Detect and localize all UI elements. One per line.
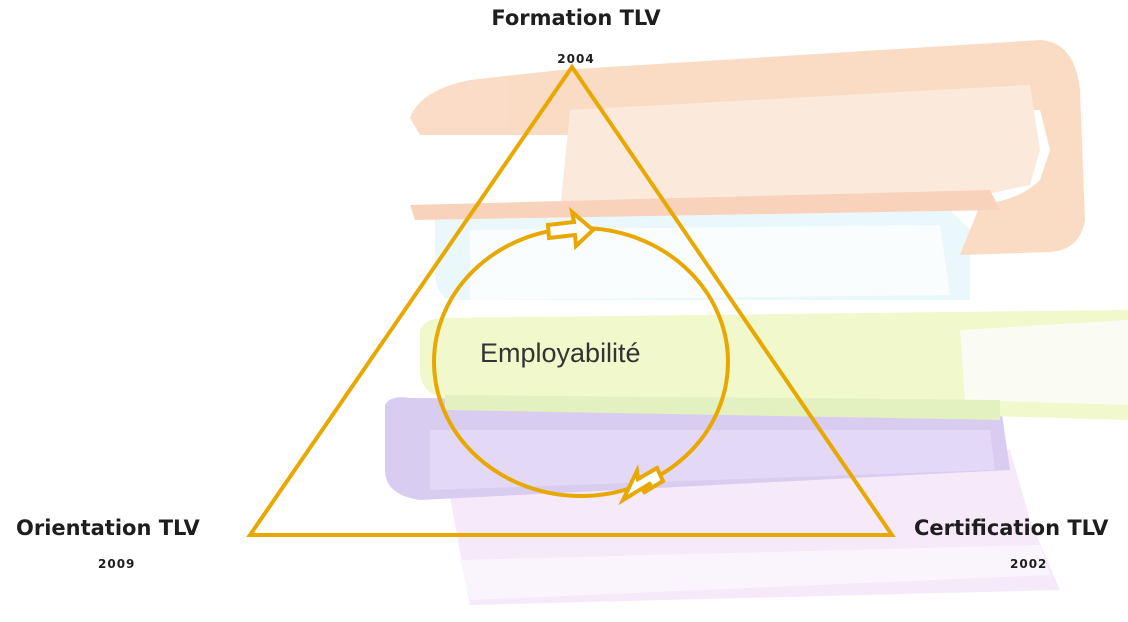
node-left-title: Orientation TLV	[16, 516, 200, 540]
books-background-illustration	[385, 40, 1128, 605]
node-top-title: Formation TLV	[491, 6, 661, 30]
cycle-arrow-top-icon	[545, 206, 596, 251]
cycle-arrow-bottom-icon	[618, 464, 666, 506]
node-top-year: 2004	[557, 52, 595, 66]
node-right-year: 2002	[1010, 557, 1048, 571]
node-right-title: Certification TLV	[914, 516, 1109, 540]
center-label: Employabilité	[480, 338, 641, 368]
relationship-triangle	[246, 63, 896, 537]
node-left-year: 2009	[98, 557, 136, 571]
